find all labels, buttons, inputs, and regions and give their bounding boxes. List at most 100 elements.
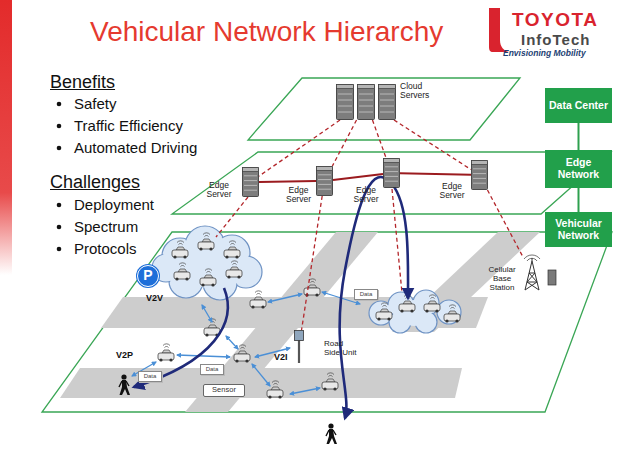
edge-server-icon — [316, 166, 333, 196]
cloud-server: Cloud Servers — [336, 84, 396, 120]
server-icon — [359, 106, 373, 107]
data-flow-arrow — [134, 288, 228, 387]
dashed-link — [259, 120, 340, 176]
cloud-cluster — [153, 227, 261, 299]
node-label: P — [138, 266, 158, 286]
car-icon — [250, 291, 266, 309]
link-type: V2I — [274, 352, 288, 362]
bullet-item: Traffic Efficiency — [74, 117, 183, 134]
cloud-cluster — [186, 244, 230, 288]
server-icon — [318, 189, 331, 190]
pedestrian-icon — [119, 374, 337, 444]
bullet-dot — [57, 146, 62, 151]
bullet-dot — [57, 124, 62, 129]
cloud-cluster — [438, 301, 460, 323]
cloud-cluster — [437, 300, 461, 324]
node-label: Edge Server — [350, 186, 382, 205]
logo-text: InfoTech — [521, 31, 590, 48]
edge-server-icon — [471, 160, 488, 190]
node-label: Data — [201, 365, 223, 374]
pedestrian-icon — [326, 423, 337, 444]
node-label: Cellular Base Station — [483, 266, 521, 292]
server-icon — [473, 168, 486, 169]
server-icon — [385, 176, 398, 177]
node-label: Edge Network — [545, 150, 612, 188]
server-icon — [473, 173, 486, 174]
cloud-cluster — [370, 302, 392, 324]
server-icon — [338, 94, 352, 95]
server-icon — [359, 112, 373, 113]
server-icon — [384, 159, 400, 188]
wireless-link — [252, 364, 270, 386]
logo-emblem — [489, 8, 509, 52]
server-icon — [244, 190, 257, 191]
edge-server: Edge Server — [242, 167, 259, 197]
server-icon — [473, 178, 486, 179]
server-icon — [385, 166, 398, 167]
data-flow-arrow — [340, 177, 408, 418]
parking-sign: P — [137, 265, 159, 287]
server-icon — [358, 85, 375, 89]
bullet-dot — [57, 203, 62, 208]
dashed-link — [332, 120, 356, 166]
road — [60, 232, 540, 412]
road — [60, 368, 462, 398]
node-label: Sensor — [204, 385, 244, 396]
network-link — [400, 173, 471, 175]
layer-box: Edge Network — [545, 150, 612, 188]
server-icon — [359, 94, 373, 95]
wireless-link — [290, 388, 320, 394]
server-icon — [338, 112, 352, 113]
cloud-cluster — [152, 226, 262, 300]
car-icon — [267, 381, 283, 399]
network-link — [259, 180, 316, 183]
car-icon — [198, 233, 214, 251]
link-type: V2P — [116, 350, 133, 360]
bullet-item: Automated Driving — [74, 139, 197, 156]
server-icon — [317, 167, 333, 171]
network-link — [578, 188, 580, 212]
edge-server: Edge Server — [471, 160, 488, 190]
server-icon — [380, 100, 394, 101]
wireless-link — [132, 292, 360, 394]
node-label: Edge Server — [200, 181, 238, 200]
bullet-item: Deployment — [74, 196, 154, 213]
road-side-unit-icon — [294, 330, 304, 363]
node-label: Road Side Unit — [324, 340, 358, 358]
car-icon — [424, 295, 440, 313]
node-label: Edge Server — [282, 186, 315, 205]
network-link — [333, 174, 383, 180]
server-icon — [337, 85, 354, 120]
server-icon — [244, 180, 257, 181]
cloud-cluster — [152, 226, 461, 333]
car-icon — [158, 233, 460, 399]
server-icon — [380, 94, 394, 95]
edge-server-icon — [242, 167, 259, 197]
vehicular-plane — [42, 232, 612, 412]
server-icon — [385, 171, 398, 172]
edge-server: Edge Server — [383, 158, 400, 188]
car-icon — [376, 303, 392, 321]
base-station: Cellular Base Station — [523, 258, 541, 290]
server-icon — [473, 183, 486, 184]
data-tag: Data — [138, 371, 162, 382]
section-heading: Challenges — [50, 172, 140, 193]
bullet-dot — [57, 225, 62, 230]
server-icon — [244, 185, 257, 186]
server-icon — [243, 168, 259, 172]
bullet-item: Protocols — [74, 240, 137, 257]
wireless-link — [226, 336, 238, 349]
car-icon — [322, 373, 338, 391]
server-icon — [337, 85, 354, 89]
cloud-cluster — [369, 290, 461, 333]
road-side-unit: Road Side Unit — [294, 330, 304, 363]
car-icon — [172, 241, 188, 259]
unit-icon — [295, 331, 304, 341]
base-station-icon — [523, 258, 541, 290]
dashed-link — [394, 120, 471, 170]
accent-bar — [0, 0, 12, 275]
bullet-dot — [57, 247, 62, 252]
signal-icon — [524, 255, 540, 261]
server-icon — [318, 184, 331, 185]
cloud-server-icon — [336, 84, 396, 120]
